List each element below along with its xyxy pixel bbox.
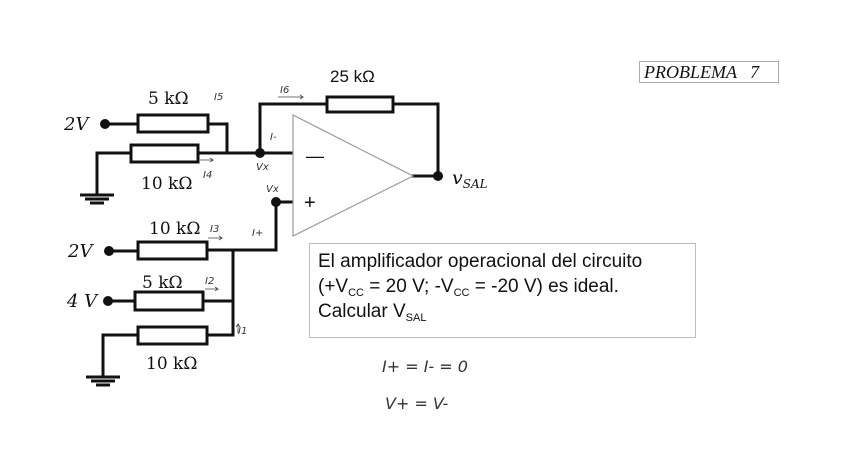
statement-line-1: El amplificador operacional del circuito (318, 251, 643, 272)
ground-symbol-bottom (86, 375, 120, 387)
problem-statement: El amplificador operacional del circuito… (309, 243, 696, 338)
wire-5k-to-node (206, 122, 229, 155)
opamp-minus-sign: — (306, 146, 324, 166)
node-noninverting (271, 197, 281, 207)
annot-i4: I4 (203, 170, 212, 181)
label-2v-bottom: 2V (67, 241, 94, 262)
annot-i-minus: I- (270, 132, 277, 143)
arrow-i3 (208, 235, 224, 241)
annot-i1: I1 (238, 326, 247, 337)
label-10k-top: 10 kΩ (141, 174, 192, 194)
annot-vx-minus: Vx (256, 162, 269, 173)
terminal-4v (103, 296, 113, 306)
terminal-2v-top (100, 119, 110, 129)
arrow-i6 (278, 94, 305, 100)
wire-feedback-left (258, 102, 329, 155)
label-2v-top: 2V (63, 114, 90, 135)
resistor-10k-bottom-2 (136, 325, 209, 346)
arrow-i2 (205, 286, 220, 292)
wire-ground-bottom (101, 333, 140, 378)
label-10k-bottom-2: 10 kΩ (146, 354, 197, 374)
arrow-i1 (235, 322, 241, 333)
wire-feedback-right (391, 102, 440, 178)
annot-i5: I5 (214, 92, 223, 103)
label-4v: 4 V (66, 291, 99, 312)
label-5k-top: 5 kΩ (148, 89, 189, 109)
wire-plus-down (205, 200, 278, 252)
resistor-25k-feedback (325, 95, 395, 114)
problem-number: 7 (750, 62, 760, 82)
label-5k-bottom: 5 kΩ (142, 273, 183, 293)
equation-voltages: V+ = V- (385, 394, 448, 413)
terminal-2v-bottom (104, 246, 114, 256)
node-output (433, 171, 443, 181)
problem-number-box: PROBLEMA 7 (639, 61, 779, 83)
arrow-i4 (200, 157, 215, 163)
resistor-10k-top (129, 143, 200, 164)
resistor-5k-top (136, 113, 210, 134)
label-25k: 25 kΩ (330, 67, 375, 86)
resistor-10k-bottom-1 (136, 240, 209, 261)
annot-vx-plus: Vx (266, 184, 279, 195)
label-output: vSAL (452, 167, 488, 191)
statement-line-2: (+VCC = 20 V; -VCC = -20 V) es ideal. (318, 276, 619, 299)
ground-symbol-top (80, 193, 114, 205)
resistor-5k-bottom (133, 290, 205, 312)
statement-line-3: Calcular VSAL (318, 301, 427, 324)
node-inverting (255, 148, 265, 158)
equation-currents: I+ = I- = 0 (382, 357, 468, 376)
opamp-triangle (292, 114, 415, 237)
label-10k-bottom-1: 10 kΩ (149, 219, 200, 239)
annot-i-plus: I+ (252, 228, 263, 239)
opamp-plus-sign: + (304, 192, 316, 214)
annot-i6: I6 (280, 85, 289, 96)
annot-i3: I3 (210, 224, 219, 235)
problem-title: PROBLEMA (644, 62, 737, 82)
annot-i2: I2 (205, 276, 214, 287)
